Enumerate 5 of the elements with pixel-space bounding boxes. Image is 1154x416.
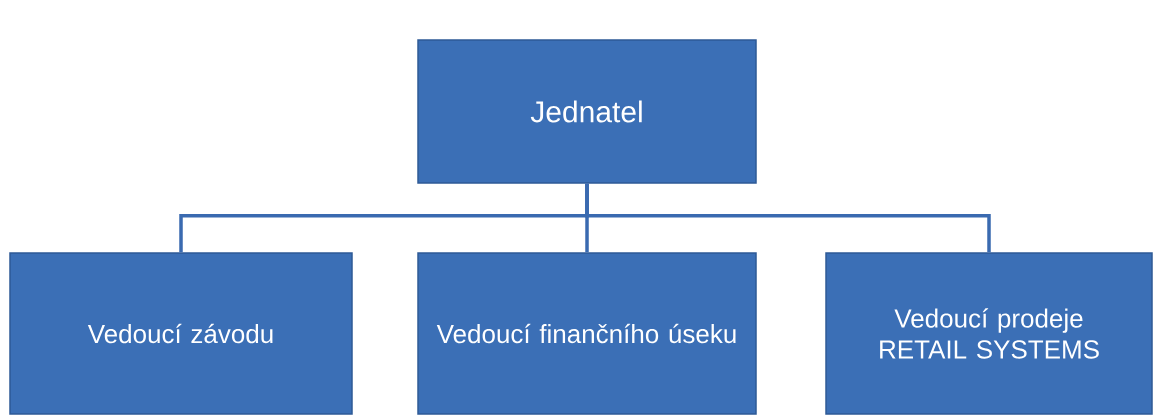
org-box: Vedoucí prodeje RETAIL SYSTEMS [825,252,1153,415]
connector-line [585,183,991,253]
org-box: Jednatel [417,39,757,184]
org-box: Vedoucí závodu [9,252,353,415]
org-box: Vedoucí finančního úseku [417,252,757,415]
